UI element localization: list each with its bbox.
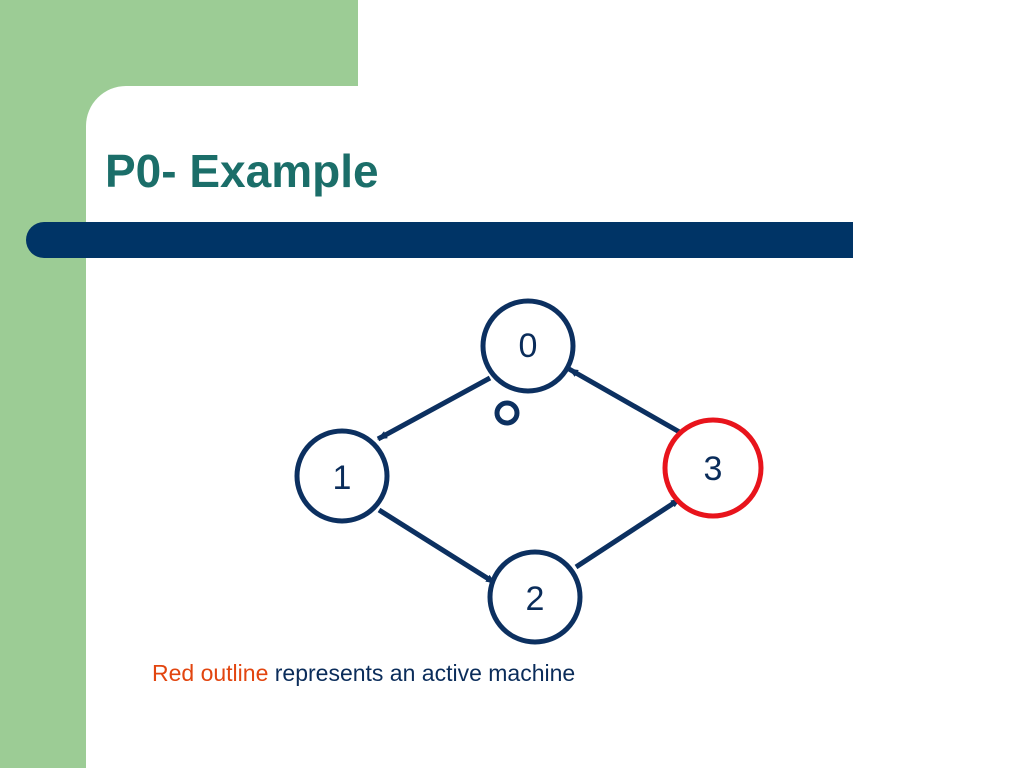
edge-0-to-1	[376, 375, 492, 442]
title-underline-bar	[26, 222, 853, 258]
node-2: 2	[487, 549, 583, 645]
node-3-active: 3	[662, 417, 764, 519]
token-marker	[494, 400, 520, 426]
node-0-label: 0	[519, 327, 538, 365]
node-1-label: 1	[333, 459, 352, 497]
caption-text: represents an active machine	[268, 660, 576, 686]
edge-1-to-2	[377, 507, 497, 586]
caption-highlight: Red outline	[152, 660, 269, 686]
legend-caption: Red outline represents an active machine	[152, 659, 575, 687]
edge-2-to-3	[574, 496, 682, 570]
slide-title: P0- Example	[105, 145, 379, 197]
node-3-label: 3	[704, 450, 723, 488]
node-1: 1	[294, 428, 390, 524]
node-2-label: 2	[526, 580, 545, 618]
edge-3-to-0	[567, 366, 685, 437]
node-0: 0	[480, 298, 576, 394]
content-panel	[86, 86, 1024, 768]
